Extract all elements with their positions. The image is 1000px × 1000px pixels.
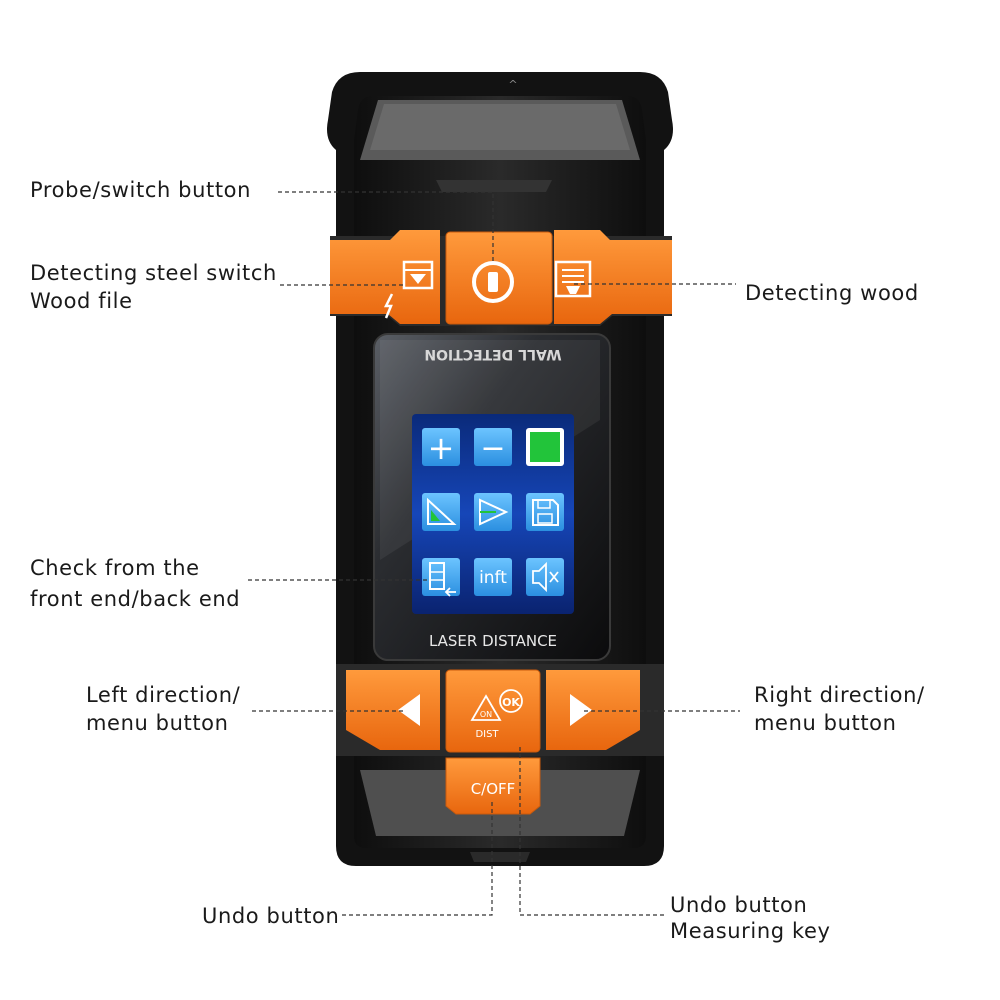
warning-triangle-icon [470, 694, 502, 721]
front-back-end-icon[interactable] [422, 558, 460, 597]
on-label: ON [480, 710, 492, 719]
mute-icon[interactable] [526, 558, 564, 596]
c-off-button[interactable]: C/OFF [445, 757, 541, 815]
svg-text:inft: inft [479, 568, 507, 588]
detecting-wood-button[interactable] [554, 260, 592, 298]
area-icon[interactable] [422, 493, 460, 531]
left-line2-text: menu button [86, 711, 229, 735]
right-direction-callout: Right direction/ menu button [754, 681, 925, 737]
detecting-wood-text: Detecting wood [745, 281, 919, 305]
wood-file-text: Wood file [30, 289, 133, 313]
ok-label: OK [502, 696, 520, 709]
svg-text:^: ^ [508, 78, 517, 91]
continuous-mode-icon[interactable]: inft [474, 558, 512, 596]
undo-leader [342, 800, 493, 916]
green-square-icon[interactable] [526, 428, 564, 466]
detecting-wood-callout: Detecting wood [745, 279, 919, 307]
measuring-key-button[interactable]: OK ON DIST [445, 669, 541, 753]
undo-button-text: Undo button [202, 904, 340, 928]
c-off-label: C/OFF [471, 780, 516, 798]
wall-detection-label: WALL DETECTION [424, 346, 561, 362]
left-arrow-icon [398, 694, 420, 726]
check-end-callout: Check from the front end/back end [30, 553, 240, 615]
steel-switch-callout: Detecting steel switch Wood file [30, 259, 277, 315]
probe-leader [278, 191, 494, 264]
check-line1-text: Check from the [30, 556, 200, 580]
measure-leader [519, 744, 664, 916]
callout-lines [248, 191, 740, 916]
svg-text:−: − [480, 431, 505, 466]
right-line1-text: Right direction/ [754, 683, 925, 707]
screen-icon-grid: + − [422, 428, 564, 597]
probe-switch-callout: Probe/switch button [30, 176, 251, 204]
undo-measure-line1-text: Undo button [670, 893, 808, 917]
right-line2-text: menu button [754, 711, 897, 735]
right-arrow-icon [570, 694, 592, 726]
steel-switch-button[interactable] [383, 260, 434, 319]
right-direction-button[interactable] [546, 670, 640, 750]
undo-button-callout: Undo button [202, 902, 339, 930]
svg-text:+: + [428, 429, 455, 467]
wood-detect-icon [554, 260, 592, 298]
steel-detect-icon [383, 260, 434, 319]
power-icon [472, 261, 514, 303]
laser-distance-label: LASER DISTANCE [429, 632, 557, 650]
left-direction-callout: Left direction/ menu button [86, 681, 240, 737]
plus-icon[interactable]: + [422, 428, 460, 467]
laser-angle-icon[interactable] [474, 493, 512, 531]
steel-switch-text: Detecting steel switch [30, 261, 277, 285]
save-icon[interactable] [526, 493, 564, 531]
undo-measure-callout: Undo button Measuring key [670, 892, 831, 944]
left-direction-button[interactable] [346, 670, 440, 750]
probe-switch-text: Probe/switch button [30, 178, 252, 202]
left-line1-text: Left direction/ [86, 683, 241, 707]
minus-icon[interactable]: − [474, 428, 512, 466]
probe-switch-button[interactable] [445, 231, 553, 325]
check-line2-text: front end/back end [30, 587, 241, 611]
measuring-key-text: Measuring key [670, 919, 831, 943]
dist-label: DIST [475, 729, 499, 740]
